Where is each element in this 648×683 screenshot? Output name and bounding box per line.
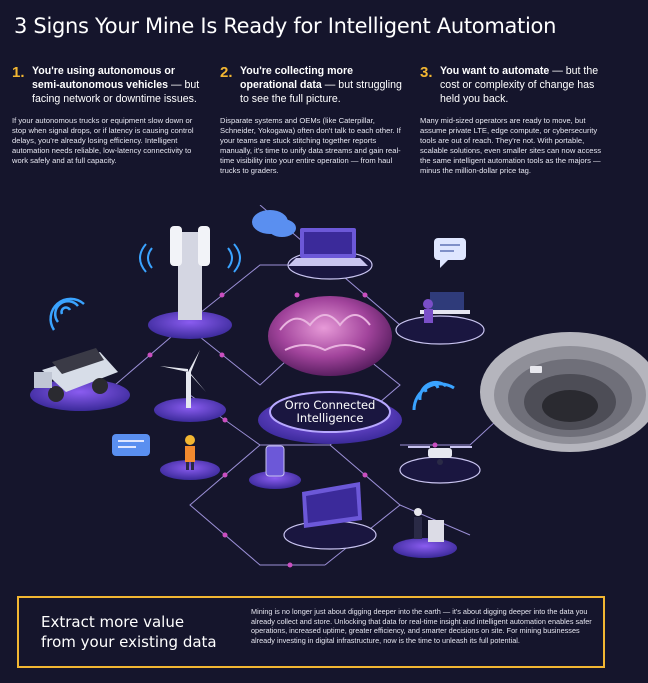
sign-heading: You're collecting more operational data … (240, 64, 410, 106)
haul-truck (30, 348, 130, 411)
engineer (393, 508, 457, 558)
sign-body: Many mid-sized operators are ready to mo… (420, 116, 602, 175)
sign-heading-rest: — but the cost or complexity of change h… (440, 65, 599, 105)
sign-2: 2. You're collecting more operational da… (220, 64, 410, 176)
wifi-icon (412, 380, 455, 411)
hub-label-line1: Orro Connected (285, 398, 376, 412)
laptop-icon (287, 228, 373, 280)
mine-illustration: Orro Connected Intelligence (30, 205, 648, 568)
open-pit-mine (480, 332, 648, 452)
sign-heading-bold: You want to automate (440, 65, 550, 77)
sign-heading: You're using autonomous or semi-autonomo… (32, 64, 202, 106)
operator-desk (395, 292, 485, 345)
tagline-line2: from your existing data (41, 633, 217, 651)
sign-3: 3. You want to automate — but the cost o… (420, 64, 610, 176)
sign-1: 1. You're using autonomous or semi-auton… (12, 64, 202, 166)
sign-number: 3. (420, 64, 433, 81)
sign-number: 1. (12, 64, 25, 81)
chat-bubble-icon (112, 434, 150, 456)
cloud-icon (252, 210, 296, 237)
chat-bubble-icon (434, 238, 466, 268)
hub-label-line2: Intelligence (297, 411, 364, 425)
sign-number: 2. (220, 64, 233, 81)
monitor-icon (283, 482, 377, 550)
phone-icon (249, 445, 301, 489)
sign-heading-rest: — but facing network or downtime issues. (32, 79, 200, 105)
sign-heading-rest: — but struggling to see the full picture… (240, 79, 402, 105)
sign-heading-bold: You're using autonomous or semi-autonomo… (32, 65, 175, 91)
sign-body: Disparate systems and OEMs (like Caterpi… (220, 116, 401, 175)
sign-heading: You want to automate — but the cost or c… (440, 64, 610, 106)
node-tower (139, 226, 241, 339)
sign-body: If your autonomous trucks or equipment s… (12, 116, 194, 165)
drone (399, 446, 481, 484)
summary-box: Extract more value from your existing da… (17, 596, 605, 668)
tagline-line1: Extract more value (41, 613, 185, 631)
central-hub: Orro Connected Intelligence (258, 296, 402, 444)
sign-heading-bold: You're collecting more operational data (240, 65, 353, 91)
worker (160, 435, 220, 480)
summary-text: Mining is no longer just about digging d… (251, 607, 592, 645)
summary-tagline: Extract more value from your existing da… (41, 612, 217, 652)
wifi-icon (49, 297, 85, 331)
page-title: 3 Signs Your Mine Is Ready for Intellige… (14, 14, 557, 38)
wind-turbine (154, 350, 226, 422)
